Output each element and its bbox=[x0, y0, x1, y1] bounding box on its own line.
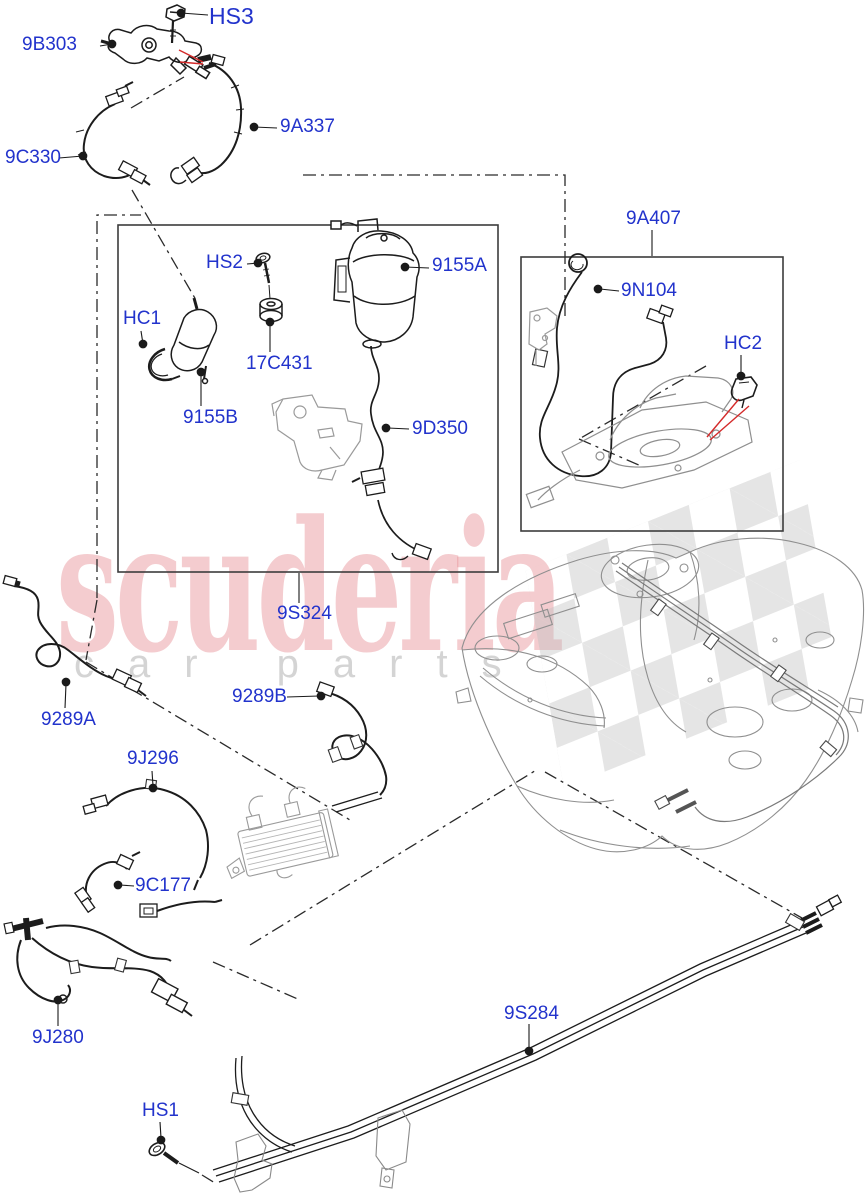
part-label-9d350[interactable]: 9D350 bbox=[412, 418, 468, 439]
fuel-filter-9155b bbox=[170, 297, 218, 385]
pipe-9d350 bbox=[351, 345, 433, 561]
fitting-direction-arrows bbox=[178, 49, 750, 441]
hose-9j280 bbox=[3, 917, 193, 1017]
part-label-hs2[interactable]: HS2 bbox=[206, 252, 243, 273]
part-label-9j280[interactable]: 9J280 bbox=[32, 1027, 84, 1048]
part-label-9s284[interactable]: 9S284 bbox=[504, 1003, 559, 1024]
leader-lines bbox=[53, 8, 746, 1145]
part-label-hc2[interactable]: HC2 bbox=[724, 333, 763, 354]
clamp-hc1 bbox=[148, 347, 181, 382]
part-label-9289a[interactable]: 9289A bbox=[41, 709, 96, 730]
tank-fuel-lines bbox=[615, 562, 849, 823]
part-label-9a407[interactable]: 9A407 bbox=[626, 208, 681, 229]
hose-9a337 bbox=[170, 53, 245, 185]
part-label-hs1[interactable]: HS1 bbox=[142, 1100, 179, 1121]
fuel-cooler bbox=[226, 786, 339, 880]
hose-9289b bbox=[315, 681, 388, 813]
assembly-reference-lines bbox=[85, 76, 803, 1184]
fuel-tank bbox=[455, 537, 865, 853]
bolt-hs1 bbox=[148, 1141, 200, 1174]
part-label-9289b[interactable]: 9289B bbox=[232, 686, 287, 707]
hose-9c330 bbox=[75, 81, 151, 186]
part-label-9n104[interactable]: 9N104 bbox=[621, 280, 677, 301]
detail-box-9s324 bbox=[117, 224, 499, 573]
part-label-17c431[interactable]: 17C431 bbox=[246, 353, 313, 374]
part-label-9j296[interactable]: 9J296 bbox=[127, 748, 179, 769]
bracket-9b303 bbox=[100, 24, 211, 80]
detail-box-9a407 bbox=[520, 256, 784, 532]
part-label-9c330[interactable]: 9C330 bbox=[5, 147, 61, 168]
watermark-brand: scuderia bbox=[56, 482, 564, 693]
fuel-pump-canister-9155a bbox=[330, 218, 420, 349]
part-label-hc1[interactable]: HC1 bbox=[123, 308, 162, 329]
pipe-bracket bbox=[528, 307, 558, 366]
part-label-9b303[interactable]: 9B303 bbox=[22, 34, 77, 55]
part-label-9155a[interactable]: 9155A bbox=[432, 255, 487, 276]
part-label-hs3[interactable]: HS3 bbox=[209, 3, 254, 29]
fuel-sender-unit bbox=[525, 375, 753, 509]
mounting-bracket bbox=[271, 394, 363, 481]
part-label-9a337[interactable]: 9A337 bbox=[280, 116, 335, 137]
hose-9c177 bbox=[73, 851, 223, 918]
clip-hc2 bbox=[730, 376, 758, 409]
hose-9289a bbox=[2, 574, 147, 697]
detail-boxes bbox=[117, 224, 784, 573]
watermark-tagline: car parts bbox=[74, 642, 536, 686]
hose-9j296 bbox=[82, 778, 209, 891]
part-label-9s324[interactable]: 9S324 bbox=[277, 603, 332, 624]
part-label-9c177[interactable]: 9C177 bbox=[135, 875, 191, 896]
filler-pipe-9n104 bbox=[531, 253, 674, 478]
fuel-lines-9s284 bbox=[212, 894, 843, 1193]
part-label-9155b[interactable]: 9155B bbox=[183, 407, 238, 428]
